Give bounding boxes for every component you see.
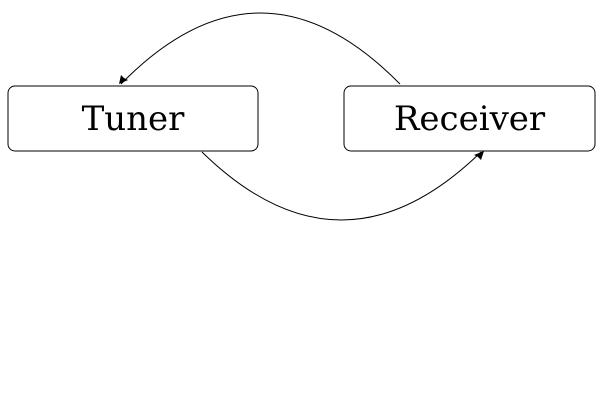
node-receiver: Receiver — [343, 85, 596, 152]
node-tuner-box — [7, 85, 259, 152]
edge-receiver-to-tuner-path — [120, 12, 401, 85]
edge-tuner-to-receiver-path — [201, 151, 482, 221]
node-tuner: Tuner — [7, 85, 259, 152]
edge-tuner-to-receiver — [201, 151, 484, 221]
edge-tuner-to-receiver-arrowhead — [474, 151, 484, 160]
edge-receiver-to-tuner-arrowhead — [119, 75, 128, 84]
node-tuner-label: Tuner — [82, 99, 186, 139]
edge-receiver-to-tuner — [119, 12, 401, 85]
node-receiver-box — [343, 85, 596, 152]
node-receiver-label: Receiver — [394, 99, 546, 139]
